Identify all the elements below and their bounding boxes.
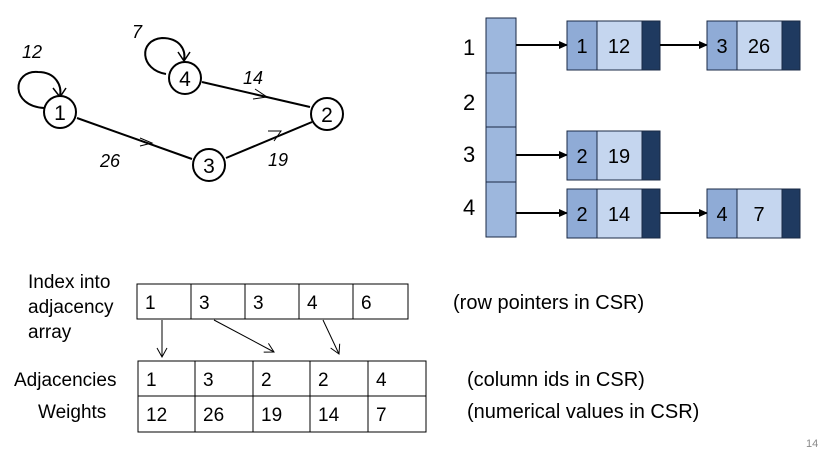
index-label-line-3: array <box>28 322 72 343</box>
column-ids-note: (column ids in CSR) <box>467 369 645 391</box>
weight-cell: 12 <box>146 405 167 426</box>
row-pointer-cell: 6 <box>361 293 372 314</box>
list-node: 4 7 <box>706 188 801 239</box>
adjacency-cell: 1 <box>146 370 157 391</box>
node-1: 1 <box>43 95 77 129</box>
adjacency-cell: 2 <box>261 370 272 391</box>
pointer-arrow <box>213 319 275 353</box>
list-val: 12 <box>608 36 630 58</box>
weight-1-1: 12 <box>22 42 42 62</box>
svg-text:2: 2 <box>321 104 333 127</box>
weight-4-4: 7 <box>132 22 143 42</box>
row-pointer-cell: 3 <box>253 293 264 314</box>
list-col: 2 <box>576 146 587 168</box>
weight-cell: 14 <box>318 405 340 426</box>
list-val: 19 <box>608 146 630 168</box>
weight-4-2: 14 <box>243 68 263 88</box>
edge-4-2-arrow <box>252 88 269 100</box>
row-label-2: 2 <box>463 90 475 115</box>
svg-text:1: 1 <box>54 102 66 125</box>
self-loop-4-arrow <box>177 51 191 63</box>
list-spine <box>485 17 517 238</box>
adjacency-cell: 2 <box>318 370 329 391</box>
row-label-1: 1 <box>463 35 475 60</box>
row-label-4: 4 <box>463 195 475 220</box>
page-number: 14 <box>806 438 818 450</box>
node-2: 2 <box>310 97 344 131</box>
edge-3-2-arrow <box>268 130 282 142</box>
edge-3-2 <box>225 121 313 159</box>
weight-cell: 26 <box>203 405 224 426</box>
list-col: 2 <box>576 204 587 226</box>
list-val: 14 <box>608 204 630 226</box>
pointer-arrow <box>322 319 341 355</box>
adjacency-cell: 3 <box>203 370 214 391</box>
values-note: (numerical values in CSR) <box>467 401 699 423</box>
list-node: 1 12 <box>566 20 661 71</box>
list-val: 7 <box>753 204 764 226</box>
adjacencies-weights-table: 1 3 2 2 4 12 26 19 14 7 <box>137 360 427 433</box>
graph: 1 4 3 2 12 7 14 26 19 <box>17 22 344 182</box>
svg-text:3: 3 <box>203 155 215 178</box>
index-label-line-2: adjacency <box>28 297 114 318</box>
list-node: 2 14 <box>566 188 661 239</box>
row-pointer-cell: 4 <box>307 293 318 314</box>
self-loop-1 <box>17 70 62 109</box>
row-pointer-array: 1 3 3 4 6 <box>136 283 409 320</box>
row-label-3: 3 <box>463 142 475 167</box>
list-node: 2 19 <box>566 130 661 181</box>
adjacency-cell: 4 <box>376 370 387 391</box>
weights-label: Weights <box>38 402 106 423</box>
list-col: 4 <box>716 204 727 226</box>
node-4: 4 <box>168 61 202 95</box>
node-3: 3 <box>192 148 226 182</box>
list-node: 3 26 <box>706 20 801 71</box>
index-label-line-1: Index into <box>28 272 110 293</box>
edge-4-2 <box>201 81 311 108</box>
weight-cell: 19 <box>261 405 282 426</box>
csr-arrays: Index into adjacency array 1 3 3 4 6 Adj… <box>14 272 699 433</box>
list-col: 3 <box>716 36 727 58</box>
adjacencies-label: Adjacencies <box>14 370 116 391</box>
svg-text:4: 4 <box>179 68 191 91</box>
adjacency-list: 1 2 3 4 1 12 3 26 <box>463 17 801 239</box>
weight-cell: 7 <box>376 405 387 426</box>
weight-3-2: 19 <box>268 150 288 170</box>
edge-1-3 <box>76 117 193 160</box>
list-val: 26 <box>748 36 770 58</box>
list-col: 1 <box>576 36 587 58</box>
row-pointer-cell: 1 <box>145 293 156 314</box>
row-pointers-note: (row pointers in CSR) <box>453 292 644 314</box>
self-loop-4 <box>144 36 186 75</box>
weight-1-3: 26 <box>99 151 121 171</box>
row-pointer-cell: 3 <box>199 293 210 314</box>
edge-1-3-arrow <box>139 137 154 147</box>
